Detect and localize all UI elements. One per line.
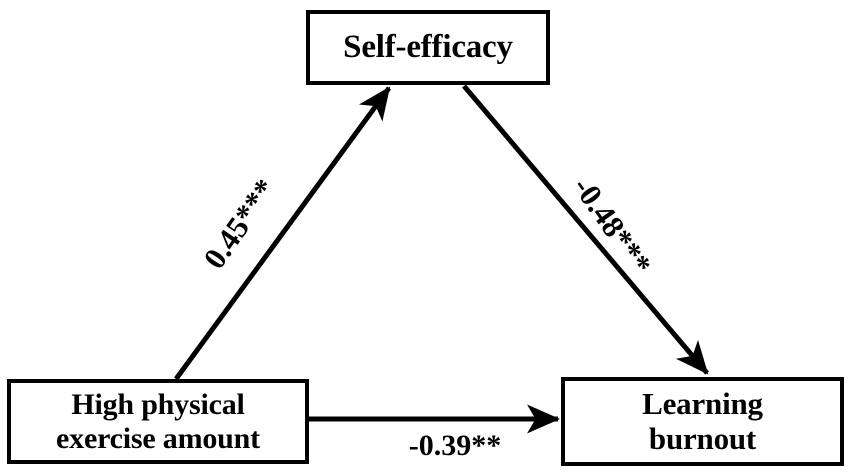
node-self-efficacy-label: Self-efficacy: [343, 29, 513, 66]
node-high-physical-exercise-amount: High physical exercise amount: [7, 379, 309, 464]
edge-b-path-line: [462, 84, 709, 375]
node-high-physical-exercise-amount-label: High physical exercise amount: [56, 387, 260, 455]
node-learning-burnout: Learning burnout: [561, 377, 844, 466]
edge-a-path-line: [173, 86, 392, 381]
node-self-efficacy: Self-efficacy: [306, 10, 550, 85]
node-learning-burnout-label: Learning burnout: [642, 385, 763, 456]
edge-label-c-path: -0.39**: [408, 429, 502, 462]
